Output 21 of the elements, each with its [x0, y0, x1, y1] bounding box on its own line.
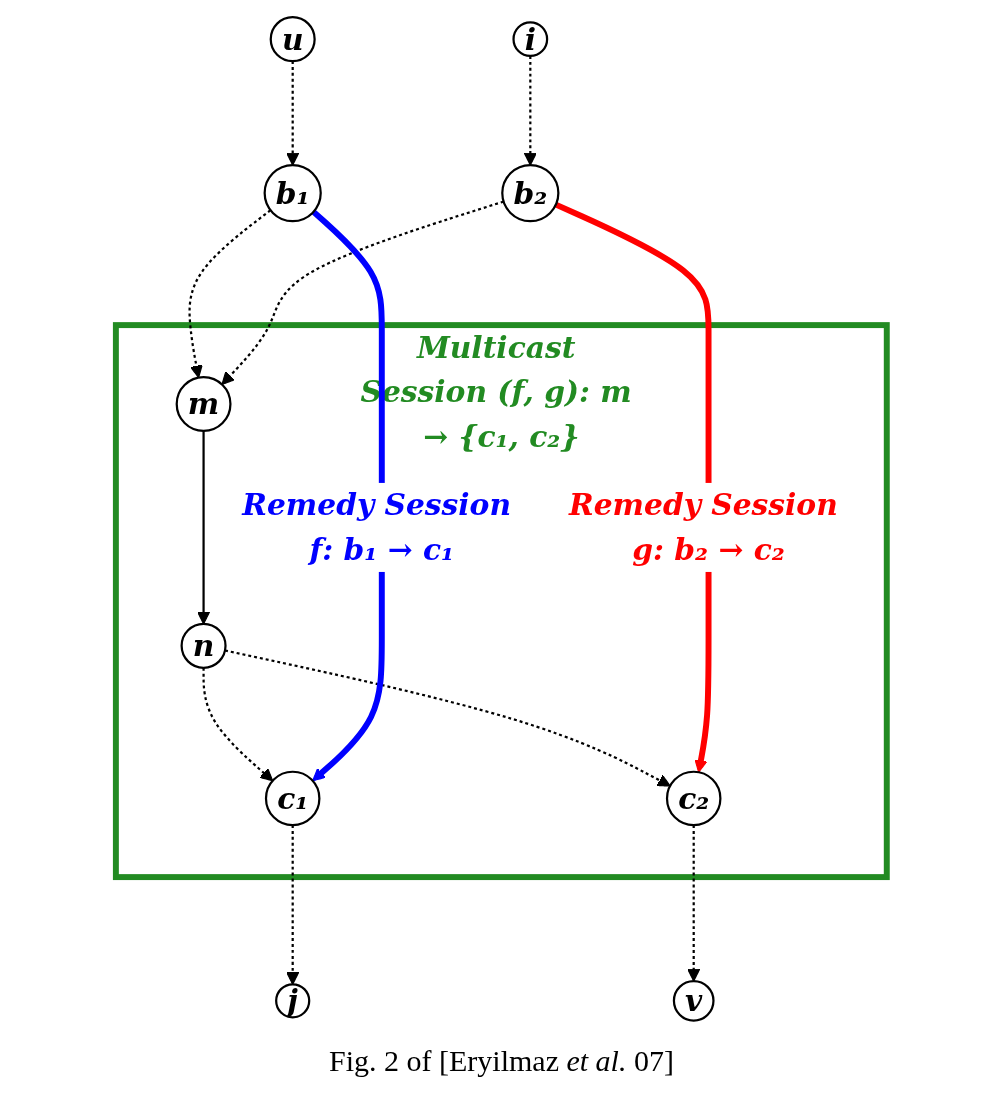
node-circle: i	[512, 21, 549, 58]
arrow	[523, 55, 538, 166]
arrow	[286, 825, 300, 985]
figure-caption: Fig. 2 of [Eryilmaz et al. 07]	[329, 1044, 674, 1077]
arrow	[202, 667, 274, 782]
node-circle: n	[180, 622, 227, 669]
node-circle: b₁	[263, 163, 322, 223]
arrow	[188, 209, 272, 379]
edge-label: Remedy Session g: b₂ → c₂	[569, 487, 838, 568]
node-circle: u	[269, 16, 316, 63]
arrow	[286, 61, 300, 166]
edge-label: Remedy Session f: b₁ → c₁	[242, 487, 512, 568]
node-circle: c₂	[666, 770, 722, 827]
arrow	[224, 649, 671, 787]
node-circle: b₂	[501, 163, 560, 223]
node-circle: v	[673, 979, 715, 1022]
node-circle: m	[175, 375, 232, 432]
node-circle: j	[275, 983, 311, 1019]
node-circle: c₁	[265, 770, 321, 827]
arrow	[221, 200, 505, 385]
arrow	[687, 825, 701, 982]
